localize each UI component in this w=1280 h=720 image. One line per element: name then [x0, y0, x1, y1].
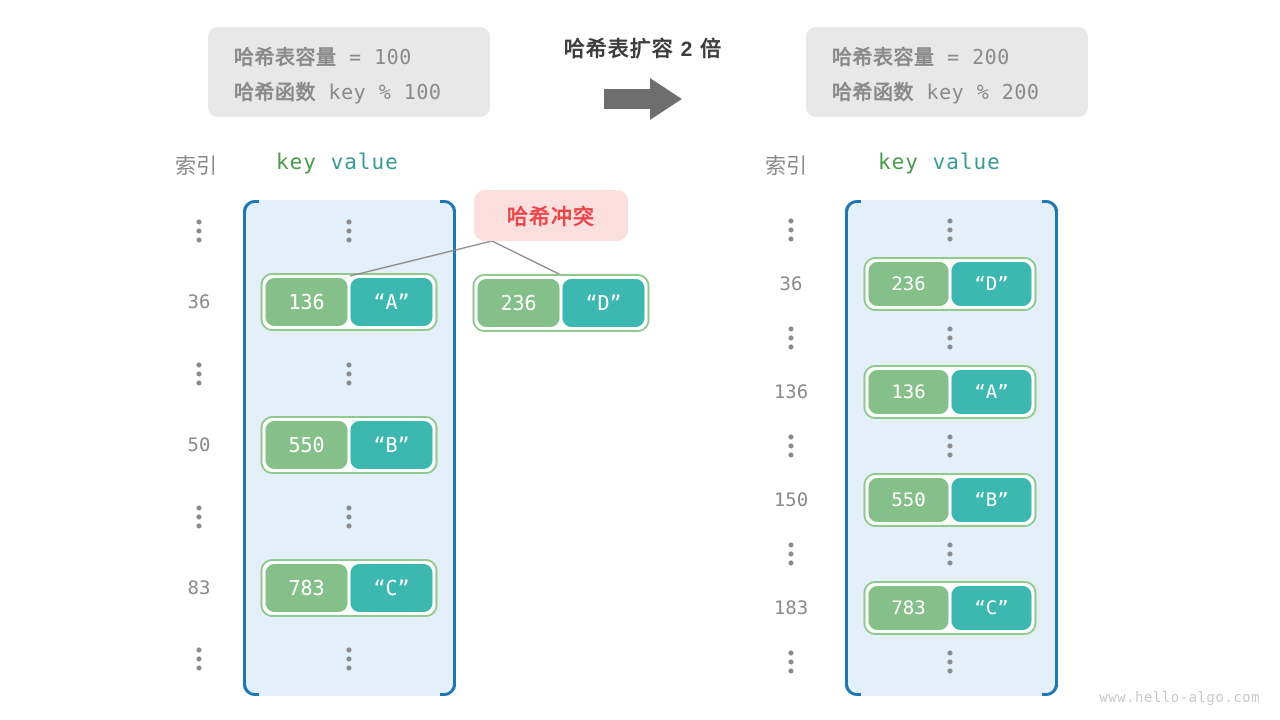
- key-cell: 136: [868, 370, 949, 414]
- index-label: 83: [187, 577, 211, 599]
- index-label: 136: [773, 381, 809, 403]
- bucket-ellipsis: [947, 650, 953, 674]
- kv-pair[interactable]: 550“B”: [260, 416, 438, 475]
- collision-badge: 哈希冲突: [474, 190, 628, 241]
- capacity-line-right: 哈希表容量 = 200: [832, 41, 1062, 70]
- index-ellipsis: [196, 362, 202, 386]
- key-cell: 783: [868, 586, 949, 630]
- index-label: 150: [773, 489, 809, 511]
- function-value-right: key % 200: [914, 80, 1040, 104]
- right-arrow-icon: [604, 78, 682, 120]
- bucket-ellipsis: [346, 647, 352, 671]
- watermark: www.hello-algo.com: [1099, 690, 1260, 706]
- index-ellipsis: [788, 326, 794, 350]
- key-cell: 783: [265, 564, 348, 612]
- bucket-ellipsis: [346, 362, 352, 386]
- overflow-key-cell: 236: [477, 279, 560, 327]
- index-label: 36: [779, 273, 803, 295]
- overflow-value-cell: “D”: [562, 279, 645, 327]
- index-column-header-right: 索引: [765, 155, 807, 178]
- bracket-corner: [845, 200, 861, 216]
- bucket-ellipsis: [947, 542, 953, 566]
- kv-pair[interactable]: 136“A”: [260, 273, 438, 332]
- key-cell: 236: [868, 262, 949, 306]
- index-ellipsis: [196, 505, 202, 529]
- value-cell: “A”: [951, 370, 1032, 414]
- bracket-corner: [243, 680, 259, 696]
- index-ellipsis: [196, 219, 202, 243]
- expand-caption: 哈希表扩容 2 倍: [563, 38, 723, 61]
- value-cell: “D”: [951, 262, 1032, 306]
- key-header-right: key: [878, 150, 919, 174]
- value-cell: “C”: [951, 586, 1032, 630]
- bracket-corner: [845, 680, 861, 696]
- index-label: 183: [773, 597, 809, 619]
- kv-pair[interactable]: 136“A”: [863, 365, 1037, 419]
- function-line-right: 哈希函数 key % 200: [832, 76, 1062, 105]
- index-ellipsis: [196, 647, 202, 671]
- kv-column-header-left: key value: [276, 150, 399, 174]
- hash-table-info-right: 哈希表容量 = 200 哈希函数 key % 200: [806, 27, 1088, 117]
- function-line-left: 哈希函数 key % 100: [234, 76, 464, 105]
- index-label: 36: [187, 291, 211, 314]
- key-header-left: key: [276, 150, 317, 174]
- index-ellipsis: [788, 650, 794, 674]
- bracket-corner: [243, 200, 259, 216]
- index-column-header-left: 索引: [175, 155, 217, 178]
- kv-column-header-right: key value: [878, 150, 1001, 174]
- kv-pair[interactable]: 550“B”: [863, 473, 1037, 527]
- value-cell: “B”: [350, 421, 433, 470]
- key-cell: 550: [265, 421, 348, 470]
- bucket-ellipsis: [346, 505, 352, 529]
- bucket-ellipsis: [947, 326, 953, 350]
- kv-pair[interactable]: 236“D”: [863, 257, 1037, 311]
- key-cell: 136: [265, 278, 348, 327]
- function-label-left: 哈希函数: [234, 80, 316, 104]
- index-ellipsis: [788, 218, 794, 242]
- capacity-label-left: 哈希表容量: [234, 45, 337, 69]
- capacity-value-left: = 100: [336, 45, 412, 69]
- bracket-corner: [440, 680, 456, 696]
- bracket-corner: [440, 200, 456, 216]
- function-label-right: 哈希函数: [832, 80, 914, 104]
- key-cell: 550: [868, 478, 949, 522]
- bracket-corner: [1042, 200, 1058, 216]
- value-cell: “C”: [350, 564, 433, 612]
- kv-pair[interactable]: 783“C”: [863, 581, 1037, 635]
- capacity-value-right: = 200: [934, 45, 1010, 69]
- overflow-kv-pair[interactable]: 236 “D”: [472, 274, 650, 332]
- bracket-corner: [1042, 680, 1058, 696]
- bucket-ellipsis: [947, 218, 953, 242]
- value-cell: “B”: [951, 478, 1032, 522]
- capacity-line-left: 哈希表容量 = 100: [234, 41, 464, 70]
- value-header-left: value: [330, 150, 399, 174]
- kv-pair[interactable]: 783“C”: [260, 559, 438, 617]
- function-value-left: key % 100: [316, 80, 442, 104]
- value-cell: “A”: [350, 278, 433, 327]
- bucket-ellipsis: [947, 434, 953, 458]
- value-header-right: value: [932, 150, 1001, 174]
- index-ellipsis: [788, 434, 794, 458]
- capacity-label-right: 哈希表容量: [832, 45, 935, 69]
- index-label: 50: [187, 434, 211, 457]
- index-ellipsis: [788, 542, 794, 566]
- hash-table-info-left: 哈希表容量 = 100 哈希函数 key % 100: [208, 27, 490, 117]
- bucket-ellipsis: [346, 219, 352, 243]
